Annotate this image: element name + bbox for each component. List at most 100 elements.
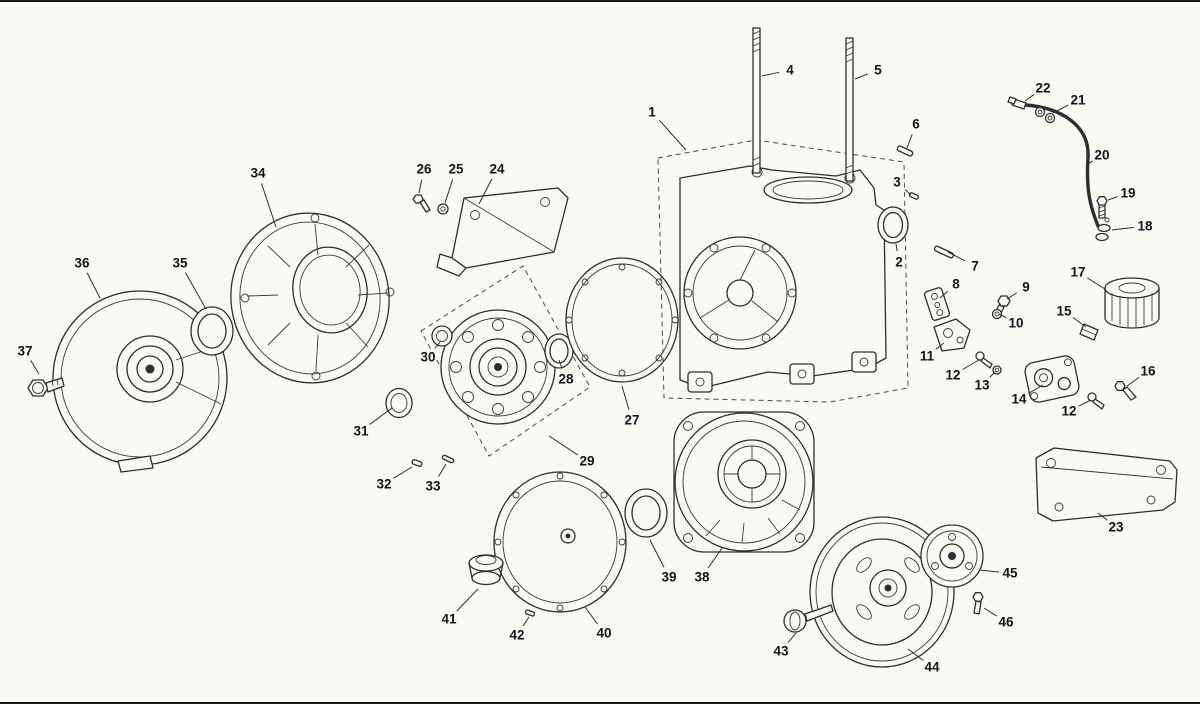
leader-line-34 (261, 183, 277, 228)
callout-26: 26 (416, 162, 432, 177)
part-42-screw (524, 609, 536, 617)
leader-line-29 (548, 435, 579, 456)
leader-line-7 (947, 251, 966, 262)
callout-37: 37 (17, 344, 32, 359)
callout-24: 24 (489, 162, 505, 177)
callout-1: 1 (648, 105, 656, 120)
part-23-mounting-bracket (1035, 447, 1178, 522)
callout-44: 44 (924, 660, 940, 675)
leader-line-24 (478, 178, 493, 205)
leader-line-14 (1028, 384, 1044, 394)
part-31-seal-ring (385, 387, 413, 419)
leader-line-37 (30, 360, 40, 375)
callout-40: 40 (596, 626, 611, 641)
part-43-flywheel-bolt (783, 604, 834, 633)
leader-line-17 (1087, 277, 1106, 290)
callout-17: 17 (1070, 265, 1085, 280)
callout-6: 6 (912, 117, 920, 132)
part-33-stud (441, 454, 455, 464)
page-edge-bottom (0, 702, 1200, 704)
part-38-flywheel-housing (673, 411, 815, 553)
callout-31: 31 (353, 424, 369, 439)
callout-29: 29 (579, 454, 594, 469)
part-8-plate (923, 287, 951, 321)
part-44-flywheel (809, 516, 955, 668)
leader-line-45 (978, 569, 1000, 573)
part-26-bolt (412, 194, 431, 213)
part-19-bolt (1096, 196, 1108, 219)
callout-23: 23 (1108, 520, 1124, 535)
leader-line-38 (707, 547, 723, 569)
leader-line-2 (895, 243, 898, 252)
part-10-washer (991, 308, 1003, 320)
leader-line-41 (456, 588, 479, 612)
part-28-seal (544, 333, 574, 369)
callout-36: 36 (74, 256, 90, 271)
part-17-oil-filter (1104, 277, 1160, 329)
leader-line-6 (906, 134, 913, 149)
leader-line-44 (907, 648, 924, 661)
leader-line-43 (787, 632, 797, 643)
part-15-plug (1079, 323, 1099, 341)
leader-line-8 (939, 290, 949, 299)
leader-line-18 (1111, 226, 1135, 231)
part-14-oil-pump (1024, 355, 1080, 403)
part-11-pump-body (933, 318, 971, 352)
part-5-stud (845, 37, 854, 182)
part-4-stud (752, 27, 761, 174)
part-34-blower-housing (230, 212, 395, 384)
callout-4: 4 (786, 63, 794, 78)
leader-line-30 (434, 341, 441, 349)
leader-line-33 (438, 463, 447, 477)
leader-line-42 (522, 616, 530, 627)
part-1-crankcase (657, 139, 909, 403)
leader-line-21 (1052, 104, 1069, 114)
leader-line-16 (1126, 376, 1140, 387)
callout-16: 16 (1140, 364, 1156, 379)
callout-46: 46 (998, 615, 1014, 630)
page-edge-top (0, 0, 1200, 2)
callout-12: 12 (1061, 404, 1076, 419)
part-12-bolt-b (1087, 392, 1105, 410)
part-46-screw (972, 592, 984, 615)
part-18-washers (1095, 217, 1111, 242)
callout-22: 22 (1035, 81, 1050, 96)
callout-10: 10 (1008, 316, 1023, 331)
callout-34: 34 (250, 166, 266, 181)
callout-8: 8 (952, 277, 960, 292)
leader-line-15 (1072, 317, 1087, 328)
part-12-bolt-a (975, 351, 993, 369)
leader-line-20 (1087, 160, 1094, 165)
part-35-seal (190, 306, 234, 356)
leader-line-36 (86, 272, 101, 299)
callout-27: 27 (624, 413, 639, 428)
part-39-seal (624, 488, 668, 538)
part-3-dowel (908, 192, 920, 200)
part-37-bolt (27, 377, 65, 397)
callout-35: 35 (172, 256, 188, 271)
callout-38: 38 (694, 570, 710, 585)
leader-line-13 (989, 371, 996, 378)
callout-18: 18 (1137, 219, 1153, 234)
leader-line-12 (1078, 399, 1092, 407)
leader-line-25 (444, 179, 454, 204)
callout-21: 21 (1070, 93, 1086, 108)
leader-line-28 (558, 359, 563, 369)
leader-line-22 (1024, 94, 1035, 102)
callout-9: 9 (1022, 280, 1030, 295)
callout-41: 41 (441, 612, 457, 627)
leader-line-3 (904, 189, 912, 196)
leader-line-10 (998, 313, 1007, 319)
leader-line-40 (584, 606, 598, 625)
callout-14: 14 (1011, 392, 1027, 407)
part-24-bracket (436, 187, 569, 277)
part-22-fitting (1007, 96, 1027, 110)
callout-7: 7 (971, 259, 979, 274)
leader-line-1 (658, 119, 687, 151)
leader-line-9 (1006, 292, 1017, 300)
leader-line-5 (854, 73, 868, 80)
callout-42: 42 (509, 628, 524, 643)
leader-line-31 (369, 407, 393, 425)
part-7-pin (933, 245, 955, 259)
